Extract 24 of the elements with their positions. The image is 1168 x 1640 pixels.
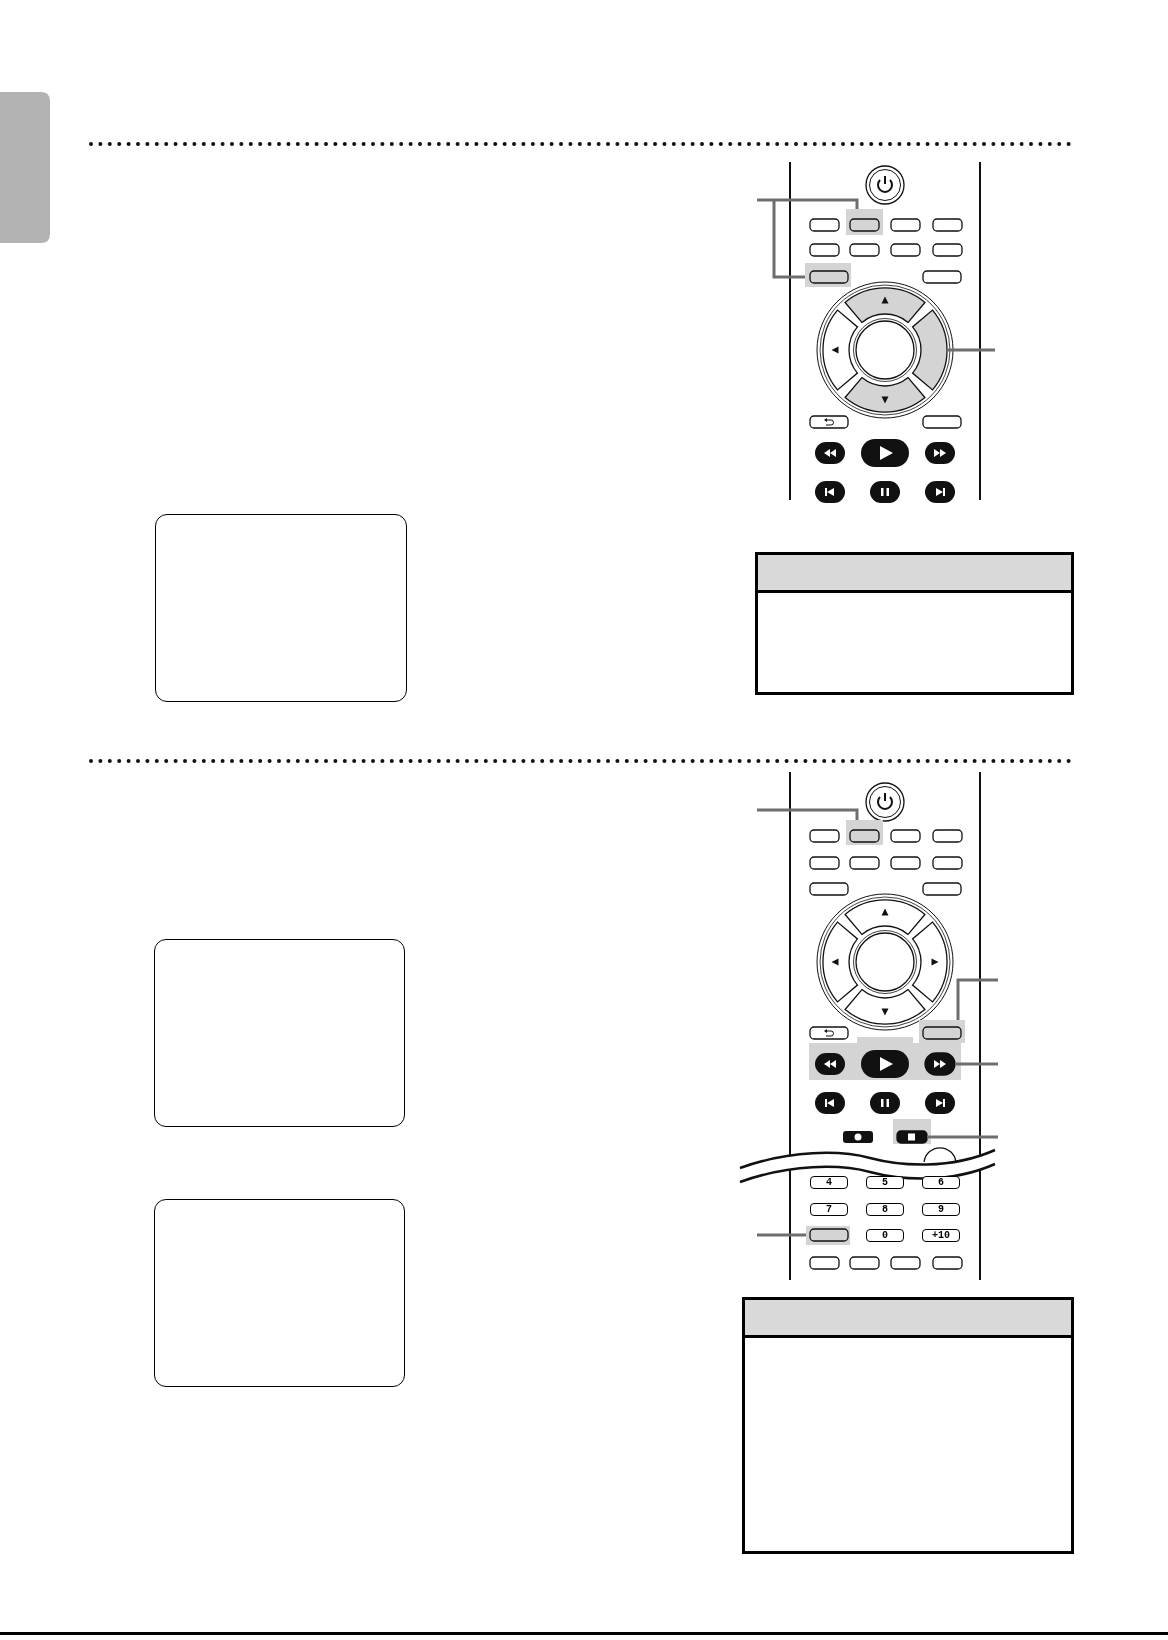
highlighted-button — [846, 209, 883, 235]
highlighted-button — [806, 1226, 850, 1245]
number-button: 5 — [866, 1176, 904, 1189]
number-button: 7 — [810, 1203, 848, 1216]
leader-line — [757, 1233, 806, 1237]
highlighted-button — [805, 263, 851, 287]
leader-line — [947, 348, 995, 352]
direction-key — [911, 309, 948, 391]
leader-line — [757, 808, 859, 820]
number-button: 9 — [922, 1203, 960, 1216]
remote-button — [896, 1130, 928, 1144]
leader-line — [927, 1135, 998, 1139]
highlighted-button — [846, 820, 883, 845]
number-button: 0 — [866, 1229, 904, 1242]
number-button: 8 — [866, 1203, 904, 1216]
number-button: +10 — [922, 1229, 960, 1242]
number-button: 4 — [810, 1176, 848, 1189]
leader-line — [757, 198, 859, 209]
leader-line — [956, 978, 998, 1020]
leader-line — [772, 200, 805, 279]
number-button: 6 — [922, 1176, 960, 1189]
leader-line — [955, 1062, 998, 1066]
section-tab — [0, 92, 50, 243]
highlighted-button — [919, 1020, 965, 1043]
